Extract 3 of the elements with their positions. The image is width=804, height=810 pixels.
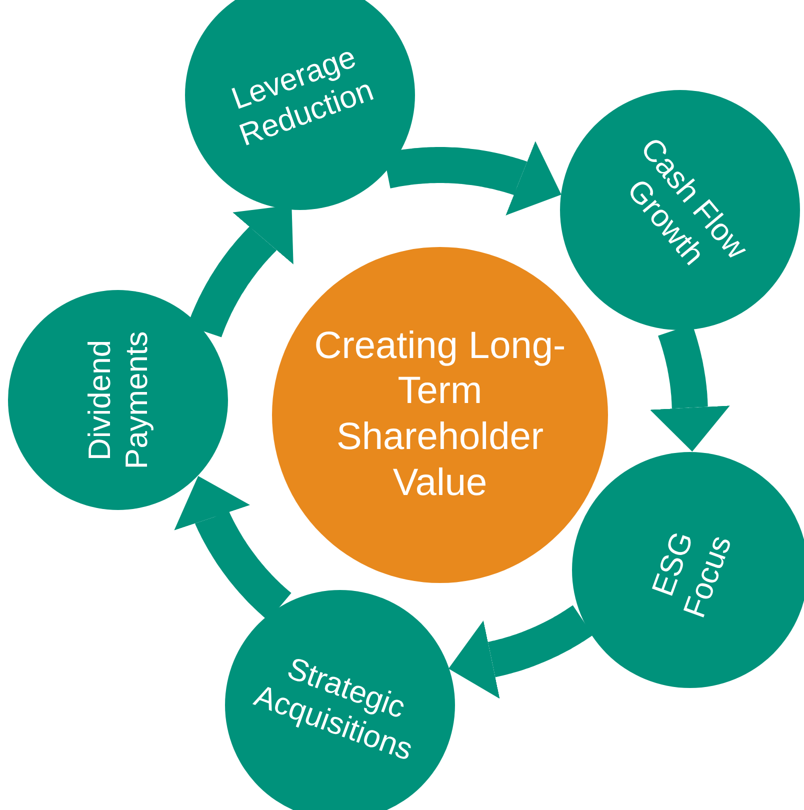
circle-label: ESG Focus [644,526,740,624]
circle-label: Dividend Payments [80,330,155,471]
circle-label: Creating Long-Term Shareholder Value [313,324,567,506]
